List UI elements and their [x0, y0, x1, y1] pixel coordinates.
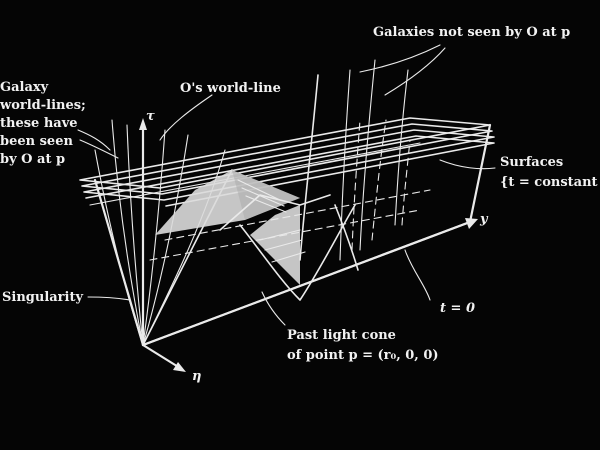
cone-face-right	[250, 205, 300, 285]
cone-boundary	[334, 204, 359, 271]
worldline	[394, 69, 409, 226]
eta-axis	[141, 343, 182, 370]
far-worldlines	[299, 59, 411, 261]
surfaces-label-line1: Surfaces	[500, 155, 563, 170]
worldline	[339, 69, 351, 261]
leader-galaxy-1	[77, 129, 111, 151]
hidden-worldline	[371, 119, 387, 241]
light-cone-label-line2: of point p = (r₀, 0, 0)	[287, 348, 439, 363]
leader-o-worldline	[159, 94, 213, 141]
hatch-line	[237, 179, 281, 201]
worldline	[359, 59, 376, 251]
galaxy-label-line4: been seen	[0, 134, 73, 149]
hatching	[237, 179, 306, 263]
surface-sheet	[83, 129, 495, 201]
hidden-worldline	[351, 119, 361, 251]
hatch-line	[271, 251, 306, 263]
constant-time-surfaces	[79, 117, 495, 207]
light-cone-label-line1: Past light cone	[287, 328, 396, 343]
past-light-cone	[155, 170, 359, 301]
galaxy-label-line2: world-lines;	[0, 98, 86, 113]
leader-t-zero	[404, 249, 431, 301]
tau-arrowhead	[139, 118, 147, 130]
hatch-line	[245, 195, 287, 213]
leader-surfaces	[439, 159, 496, 170]
cone-boundary	[239, 204, 356, 301]
surface-sheet	[85, 135, 495, 207]
galaxy-label-line3: these have	[0, 116, 78, 131]
o-worldline-label: O's world-line	[180, 81, 281, 96]
leader-not-seen-2	[384, 47, 446, 96]
leader-lines	[77, 44, 496, 326]
worldline	[142, 134, 189, 346]
hatch-line	[241, 187, 285, 207]
galaxy-label-line5: by O at p	[0, 152, 65, 167]
surface-sheet	[81, 123, 493, 195]
hatch-line	[264, 239, 303, 251]
singularity-label: Singularity	[2, 290, 83, 305]
t-zero-label: t = 0	[440, 301, 475, 316]
leader-singularity	[87, 296, 131, 301]
y-axis-label: y	[479, 212, 489, 227]
worldline	[142, 149, 226, 346]
worldline	[142, 129, 166, 346]
surface-sheet	[89, 142, 421, 206]
worldline	[111, 119, 144, 346]
leader-light-cone	[261, 291, 286, 326]
leader-not-seen-1	[359, 44, 441, 73]
leader-galaxy-2	[79, 139, 119, 159]
eta-arrowhead	[173, 362, 186, 372]
o-worldline	[299, 74, 319, 261]
hatch-line	[259, 229, 301, 241]
tau-axis-label: τ	[146, 109, 155, 124]
galaxy-worldlines	[94, 119, 226, 346]
worldline	[94, 149, 144, 346]
hidden-worldline	[401, 139, 411, 226]
galaxy-label-line1: Galaxy	[0, 80, 49, 95]
labels: Galaxy world-lines; these have been seen…	[0, 25, 598, 384]
y-arrowhead	[465, 218, 478, 229]
worldline	[126, 124, 144, 346]
eta-axis-label: η	[192, 369, 201, 384]
cone-face-hatched	[232, 170, 300, 220]
galaxies-not-seen-label: Galaxies not seen by O at p	[373, 25, 570, 40]
surfaces-label-line2: {t = constant	[500, 175, 598, 190]
